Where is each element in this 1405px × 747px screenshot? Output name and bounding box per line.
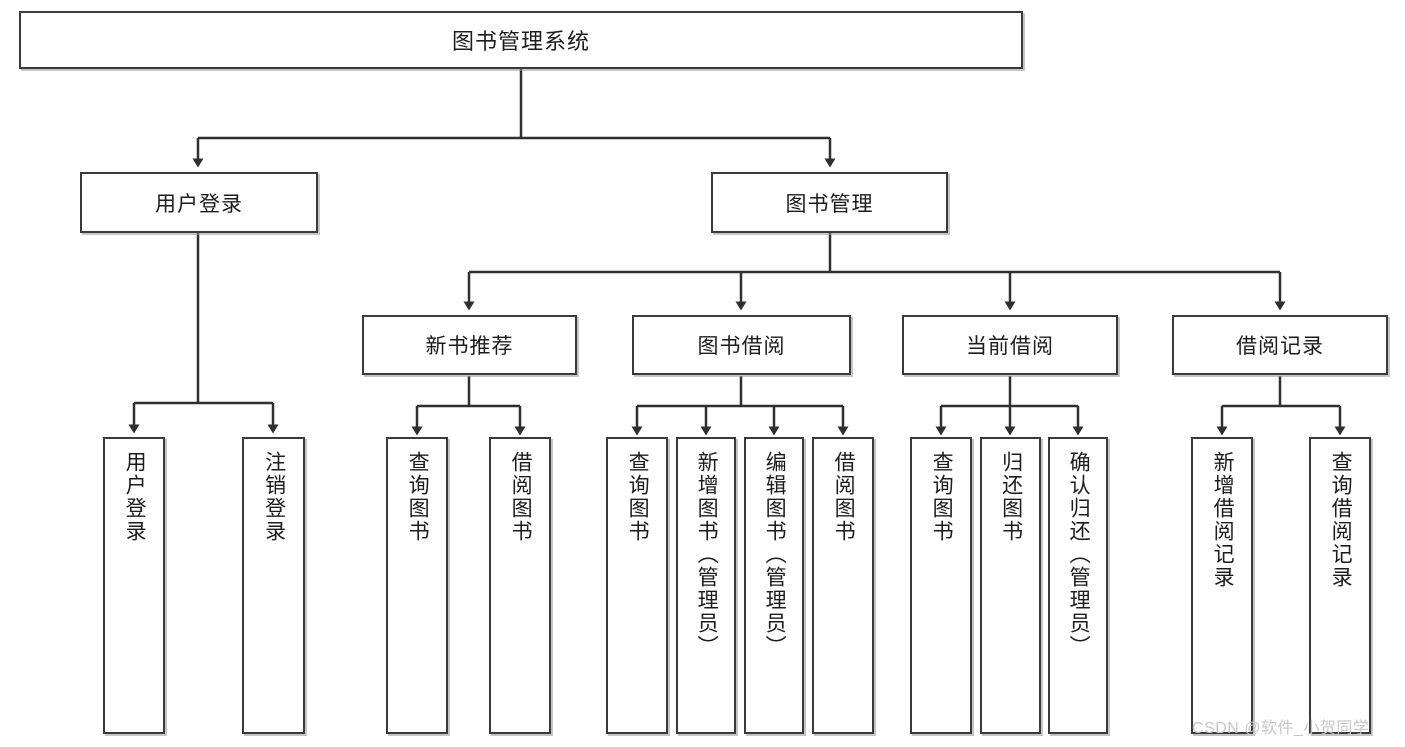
- node-root-system[interactable]: 图书管理系统: [19, 11, 1023, 69]
- leaf-book-borrow-2[interactable]: 新增图书（管理员）: [676, 437, 736, 734]
- leaf-text-wrap: 新增图书（管理员）: [678, 451, 734, 732]
- leaf-borrow-record-1-label: 新增借阅记录: [1211, 451, 1235, 589]
- leaf-current-borrow-1[interactable]: 查询图书: [910, 437, 972, 734]
- leaf-new-book-2-label: 借阅图书: [509, 451, 533, 543]
- leaf-book-borrow-2-label: 新增图书（管理员）: [695, 451, 719, 658]
- leaf-text-wrap: 用户登录: [105, 451, 163, 732]
- leaf-borrow-record-2[interactable]: 查询借阅记录: [1309, 437, 1371, 734]
- leaf-text-wrap: 编辑图书（管理员）: [746, 451, 802, 732]
- csdn-watermark: CSDN @软件_小贺同学: [1192, 720, 1370, 737]
- node-current-borrow-label: 当前借阅: [966, 335, 1054, 358]
- leaf-current-borrow-1-label: 查询图书: [930, 451, 954, 543]
- node-new-book-recommend[interactable]: 新书推荐: [362, 315, 577, 375]
- leaf-book-borrow-4-label: 借阅图书: [832, 451, 856, 543]
- leaf-book-borrow-3-label: 编辑图书（管理员）: [763, 451, 787, 658]
- node-book-borrow-label: 图书借阅: [697, 335, 786, 358]
- leaf-user-login-2-label: 注销登录: [262, 451, 286, 543]
- leaf-current-borrow-3-label: 确认归还（管理员）: [1067, 451, 1091, 658]
- node-borrow-record[interactable]: 借阅记录: [1172, 315, 1388, 375]
- node-new-book-recommend-label: 新书推荐: [425, 335, 514, 358]
- leaf-book-borrow-1-label: 查询图书: [626, 451, 650, 543]
- leaf-user-login-2[interactable]: 注销登录: [242, 437, 305, 734]
- leaf-book-borrow-4[interactable]: 借阅图书: [812, 437, 874, 734]
- leaf-book-borrow-3[interactable]: 编辑图书（管理员）: [744, 437, 804, 734]
- leaf-text-wrap: 查询图书: [608, 451, 666, 732]
- node-user-login-label: 用户登录: [155, 192, 243, 216]
- leaf-current-borrow-2[interactable]: 归还图书: [980, 437, 1041, 734]
- leaf-new-book-1-label: 查询图书: [406, 451, 430, 543]
- node-book-borrow[interactable]: 图书借阅: [632, 315, 851, 375]
- leaf-text-wrap: 新增借阅记录: [1193, 451, 1251, 732]
- node-root-label: 图书管理系统: [451, 29, 590, 54]
- node-user-login[interactable]: 用户登录: [80, 172, 318, 233]
- node-borrow-record-label: 借阅记录: [1236, 335, 1324, 358]
- node-book-management-label: 图书管理: [785, 192, 874, 216]
- leaf-current-borrow-3[interactable]: 确认归还（管理员）: [1048, 437, 1108, 734]
- leaf-text-wrap: 查询借阅记录: [1311, 451, 1369, 732]
- node-book-management[interactable]: 图书管理: [711, 172, 948, 233]
- leaf-new-book-1[interactable]: 查询图书: [386, 437, 448, 734]
- leaf-text-wrap: 查询图书: [912, 451, 970, 732]
- leaf-new-book-2[interactable]: 借阅图书: [489, 437, 551, 734]
- leaf-current-borrow-2-label: 归还图书: [999, 451, 1023, 543]
- leaf-borrow-record-1[interactable]: 新增借阅记录: [1191, 437, 1253, 734]
- leaf-text-wrap: 确认归还（管理员）: [1050, 451, 1106, 732]
- leaf-borrow-record-2-label: 查询借阅记录: [1329, 451, 1353, 589]
- leaf-user-login-1[interactable]: 用户登录: [103, 437, 165, 734]
- node-current-borrow[interactable]: 当前借阅: [902, 315, 1118, 375]
- leaf-user-login-1-label: 用户登录: [123, 451, 147, 543]
- leaf-text-wrap: 借阅图书: [814, 451, 872, 732]
- leaf-text-wrap: 注销登录: [244, 451, 303, 732]
- leaf-text-wrap: 借阅图书: [491, 451, 549, 732]
- leaf-text-wrap: 归还图书: [982, 451, 1039, 732]
- leaf-text-wrap: 查询图书: [388, 451, 446, 732]
- leaf-book-borrow-1[interactable]: 查询图书: [606, 437, 668, 734]
